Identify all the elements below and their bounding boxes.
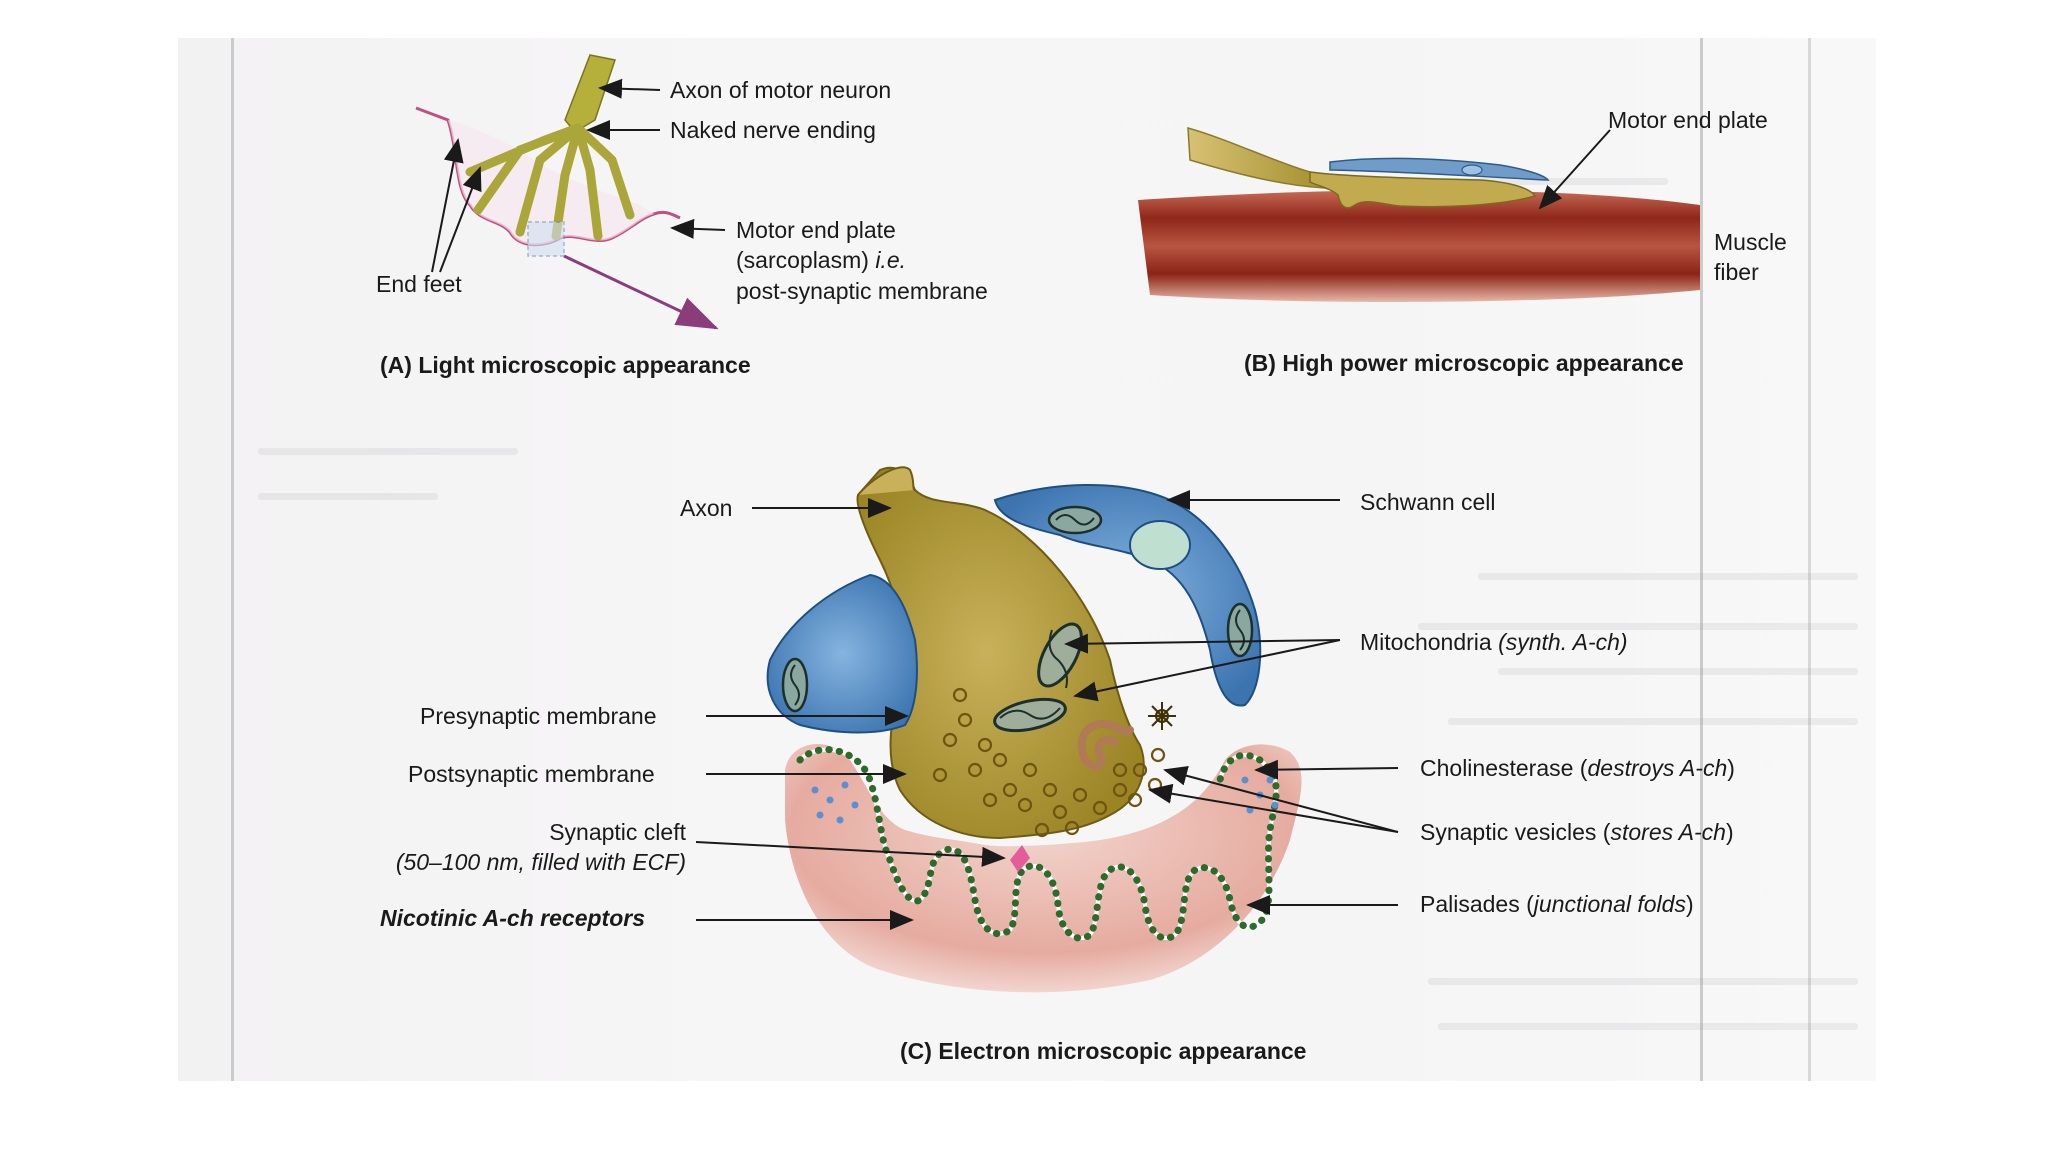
release-site bbox=[1010, 845, 1030, 872]
label-fiber: fiber bbox=[1714, 259, 1759, 285]
label-end-feet: End feet bbox=[376, 271, 462, 297]
label-cleft-note: (50–100 nm, filled with ECF) bbox=[395, 849, 686, 875]
bleed-through-line bbox=[258, 493, 438, 500]
label-sarcoplasm: (sarcoplasm) i.e. bbox=[736, 247, 906, 273]
label-muscle: Muscle bbox=[1714, 229, 1787, 255]
synaptic-vesicles bbox=[932, 687, 1166, 838]
bleed-through-line bbox=[1418, 623, 1858, 630]
leader-end-feet-1 bbox=[431, 138, 464, 273]
leader-end-feet-2 bbox=[439, 166, 482, 273]
schwann-nucleus-b bbox=[1461, 164, 1483, 176]
motor-end-plate-b bbox=[1309, 171, 1537, 209]
panel-a-figure bbox=[415, 54, 726, 330]
nerve-fiber bbox=[1187, 126, 1327, 189]
zoom-arrow bbox=[563, 254, 719, 330]
schwann-cell-b bbox=[1329, 157, 1550, 181]
palisades-dots bbox=[796, 746, 1280, 942]
star-structure bbox=[1148, 702, 1176, 730]
label-schwann-cell: Schwann cell bbox=[1360, 489, 1496, 515]
bleed-through-line bbox=[1498, 668, 1858, 675]
label-postsynaptic-membrane: Postsynaptic membrane bbox=[408, 761, 655, 787]
label-palisades: Palisades (junctional folds) bbox=[1420, 891, 1694, 917]
label-axon-of-motor-neuron: Axon of motor neuron bbox=[670, 77, 892, 103]
muscle-fiber bbox=[1138, 190, 1700, 302]
caption-panel-c: (C) Electron microscopic appearance bbox=[900, 1038, 1307, 1064]
mitochondria bbox=[781, 505, 1254, 733]
axon-stalk bbox=[857, 466, 916, 496]
label-synaptic-cleft: Synaptic cleft bbox=[549, 819, 686, 845]
cholinesterase-dots bbox=[811, 776, 1279, 824]
caption-panel-b: (B) High power microscopic appearance bbox=[1244, 350, 1684, 376]
label-axon: Axon bbox=[680, 495, 733, 521]
bleed-through-line bbox=[1428, 978, 1858, 985]
label-post-synaptic-membrane: post-synaptic membrane bbox=[736, 278, 988, 304]
right-margin-rule-1 bbox=[1700, 38, 1703, 1081]
bleed-through-line bbox=[1438, 1023, 1858, 1030]
leader-motor-end-plate bbox=[670, 218, 726, 239]
label-nicotinic-receptors: Nicotinic A-ch receptors bbox=[380, 905, 645, 931]
panel-b-figure bbox=[1138, 126, 1700, 302]
axon-of-motor-neuron bbox=[564, 54, 616, 133]
leader-axon-motor-neuron bbox=[598, 78, 661, 99]
naked-nerve-endings bbox=[465, 123, 635, 241]
golgi-structure bbox=[1077, 720, 1134, 771]
label-presynaptic-membrane: Presynaptic membrane bbox=[420, 703, 657, 729]
schwann-nucleus bbox=[1129, 520, 1191, 570]
panel-c-figure bbox=[695, 466, 1399, 993]
bleed-through-line bbox=[1428, 178, 1668, 185]
end-plate-membrane-fill bbox=[448, 120, 654, 245]
label-motor-end-plate-a: Motor end plate bbox=[736, 217, 896, 243]
bleed-through-line bbox=[258, 448, 518, 455]
bleed-through-line bbox=[1448, 718, 1858, 725]
left-margin-rule bbox=[231, 38, 234, 1081]
label-naked-nerve-ending: Naked nerve ending bbox=[670, 117, 876, 143]
caption-panel-a: (A) Light microscopic appearance bbox=[380, 352, 751, 378]
panel-c-leaders bbox=[695, 490, 1399, 930]
selection-box bbox=[527, 221, 565, 257]
label-motor-end-plate-b: Motor end plate bbox=[1608, 107, 1768, 133]
bleed-through-line bbox=[1478, 573, 1858, 580]
label-mitochondria: Mitochondria (synth. A-ch) bbox=[1360, 629, 1628, 655]
leader-motor-end-plate-b bbox=[1538, 129, 1611, 210]
label-cholinesterase: Cholinesterase (destroys A-ch) bbox=[1420, 755, 1735, 781]
right-margin-rule-2 bbox=[1808, 38, 1811, 1081]
label-synaptic-vesicles: Synaptic vesicles (stores A-ch) bbox=[1420, 819, 1734, 845]
